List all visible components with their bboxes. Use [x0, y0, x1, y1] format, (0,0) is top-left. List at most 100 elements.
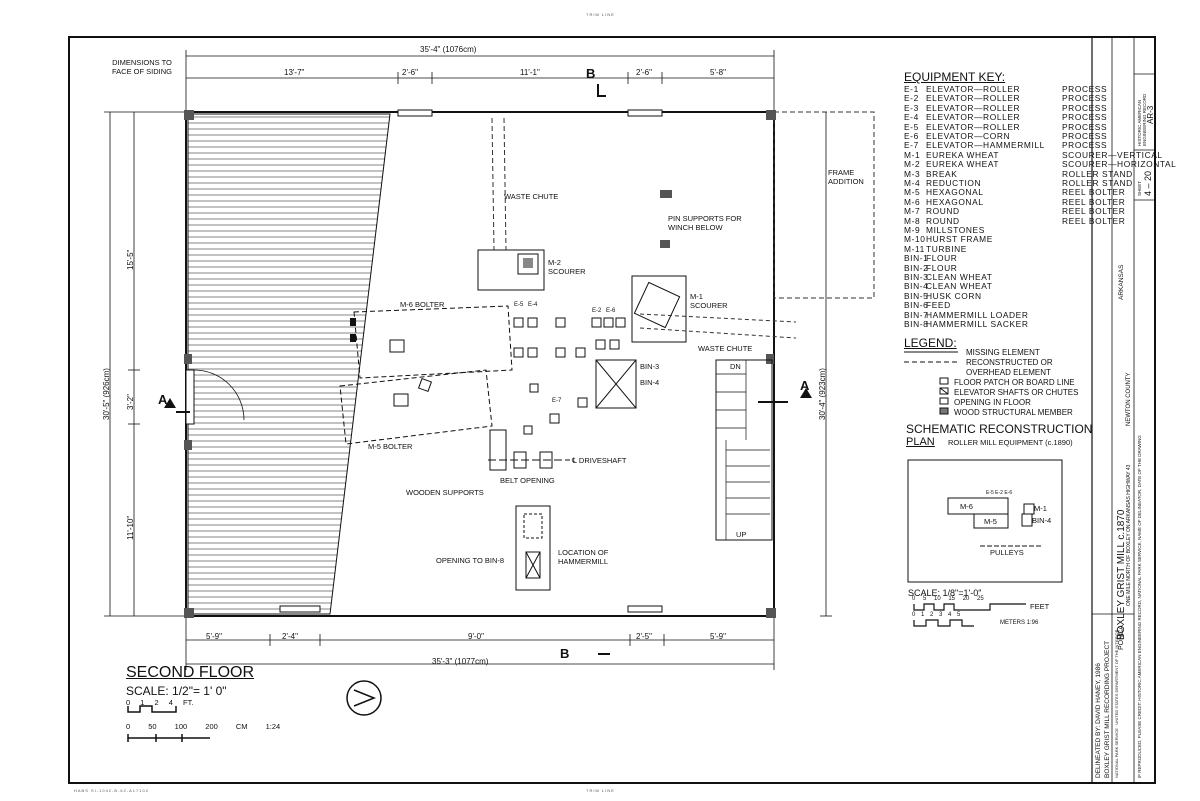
- key-desc: HAMMERMILL SACKER: [926, 319, 1029, 329]
- key-desc: ROUND: [926, 206, 960, 217]
- equipment-key-row: BIN-3 CLEAN WHEAT: [904, 272, 992, 282]
- title-sheet-label: SHEET: [1137, 180, 1142, 196]
- dim-top-5: 5'-8": [710, 68, 726, 77]
- label-bin3: BIN-3: [640, 362, 660, 371]
- equipment-key-row: M-10 HURST FRAME: [904, 234, 992, 245]
- key-desc: EUREKA WHEAT: [926, 149, 1000, 160]
- key-desc: HUSK CORN: [926, 290, 982, 301]
- key-proc: SCOURER—HORIZONTAL: [1062, 159, 1177, 170]
- key-proc: PROCESS: [1062, 102, 1108, 113]
- key-code: M-2: [904, 159, 921, 170]
- key-proc: PROCESS: [1062, 121, 1108, 132]
- dim-right-overall: 30'-4" (923cm): [818, 368, 827, 420]
- equipment-key-row: BIN-6 FEED: [904, 300, 950, 311]
- dim-bottom-4: 2'-5": [636, 632, 652, 641]
- dim-top-3: 11'-1": [520, 68, 540, 77]
- m1-scourer: [631, 275, 687, 343]
- bin-3: [595, 359, 637, 409]
- trim-line-bottom: TRIM LINE: [586, 788, 615, 793]
- key-desc: HEXAGONAL: [926, 196, 984, 207]
- label-up: UP: [736, 530, 747, 539]
- siding-note: DIMENSIONS TO FACE OF SIDING: [112, 58, 173, 76]
- north-arrow: [346, 680, 382, 716]
- dim-top-4: 2'-6": [636, 68, 652, 77]
- key-code: BIN-4: [904, 281, 929, 292]
- label-hammermill: LOCATION OF HAMMERMILL: [558, 548, 609, 566]
- key-code: M-8: [904, 215, 921, 226]
- key-code: M-10: [904, 234, 926, 245]
- floor-scale-bars: [127, 705, 210, 742]
- key-code: E-3: [904, 102, 919, 113]
- schematic-e-labels: E-5 E-2 E-6: [986, 490, 1013, 496]
- dim-left-overall: 30'-5" (926cm): [102, 368, 111, 420]
- key-proc: PROCESS: [1062, 140, 1108, 151]
- trim-line-top: TRIM LINE: [586, 12, 615, 17]
- schematic-ticks-m: 0 1 2 3 4 5: [912, 612, 961, 618]
- schematic-scale-bar: [913, 603, 1026, 627]
- section-mark-b-top: B: [586, 66, 596, 81]
- key-code: M-5: [904, 187, 921, 198]
- frame-addition-outline: [773, 111, 875, 299]
- dim-bottom-5: 5'-9": [710, 632, 726, 641]
- equipment-key-row: M-11 TURBINE: [904, 244, 966, 254]
- equipment-key-row: BIN-4 CLEAN WHEAT: [904, 281, 992, 292]
- title-credit: IF REPRODUCED, PLEASE CREDIT: HISTORIC A…: [1137, 435, 1142, 778]
- title-project: BOXLEY GRIST MILL RECORDING PROJECT: [1104, 640, 1111, 778]
- key-proc: PROCESS: [1062, 84, 1108, 94]
- corner-posts: [184, 110, 776, 618]
- title-city: PONCA: [1118, 625, 1125, 650]
- schematic-feet: FEET: [1030, 602, 1050, 611]
- label-bin4: BIN-4: [640, 378, 660, 387]
- schematic-m1: M-1: [1034, 504, 1047, 513]
- key-code: BIN-7: [904, 309, 929, 320]
- label-waste-chute-2: WASTE CHUTE: [698, 344, 753, 353]
- label-waste-chute-1: WASTE CHUTE: [504, 192, 559, 201]
- key-code: BIN-5: [904, 290, 929, 301]
- legend-symbols: [904, 351, 958, 415]
- key-desc: HURST FRAME: [926, 234, 993, 245]
- equipment-key-row: BIN-5 HUSK CORN: [904, 290, 981, 301]
- key-desc: REDUCTION: [926, 178, 982, 188]
- legend-item-reconstructed: RECONSTRUCTED OR OVERHEAD ELEMENT: [966, 358, 1053, 377]
- schematic-box: [907, 459, 1063, 583]
- floor-scale: SCALE: 1/2"= 1' 0": [126, 684, 227, 698]
- dim-top-1: 13'-7": [284, 68, 305, 77]
- key-code: M-9: [904, 225, 921, 235]
- section-mark-a-left: A: [158, 392, 168, 407]
- dim-bottom-3: 9'-0": [468, 632, 484, 641]
- label-m2: M-2 SCOURER: [548, 258, 586, 276]
- dim-bottom-2: 2'-4": [282, 632, 298, 641]
- label-e6: E-6: [606, 308, 616, 314]
- label-m5: M-5 BOLTER: [368, 442, 413, 451]
- key-desc: ELEVATOR—ROLLER: [926, 112, 1021, 123]
- key-code: BIN-6: [904, 300, 929, 311]
- hammermill-location: [515, 505, 551, 591]
- title-location: ONE MILE NORTH OF BOXLEY ON ARKANSAS HIG…: [1126, 464, 1132, 606]
- dim-bottom-1: 5'-9": [206, 632, 222, 641]
- equipment-key-row: BIN-2 FLOUR: [904, 262, 957, 273]
- dim-overall-top: 35'-4" (1076cm): [420, 45, 477, 54]
- schematic-bin4: BIN-4: [1032, 516, 1052, 525]
- m2-scourer: [477, 249, 545, 291]
- m5-bolter: [339, 369, 493, 445]
- schematic-subtitle: ROLLER MILL EQUIPMENT (c.1890): [948, 438, 1073, 447]
- schematic-m5: M-5: [984, 517, 997, 526]
- label-belt-opening: BELT OPENING: [500, 476, 555, 485]
- schematic-pulleys: PULLEYS: [990, 548, 1024, 557]
- label-dn: DN: [730, 362, 741, 371]
- window-bottom-left: [279, 605, 321, 613]
- label-driveshaft: ℄ DRIVESHAFT: [572, 456, 627, 465]
- label-m1: M-1 SCOURER: [690, 292, 728, 310]
- key-code: BIN-2: [904, 262, 929, 273]
- schematic-m6: M-6: [960, 502, 973, 511]
- schematic-ticks-ft: 0 5 10 15 20 25: [912, 596, 984, 602]
- key-proc: SCOURER—VERTICAL: [1062, 149, 1163, 160]
- key-desc: TURBINE: [926, 243, 967, 254]
- key-desc: EUREKA WHEAT: [926, 159, 1000, 170]
- window-top-right: [627, 109, 663, 117]
